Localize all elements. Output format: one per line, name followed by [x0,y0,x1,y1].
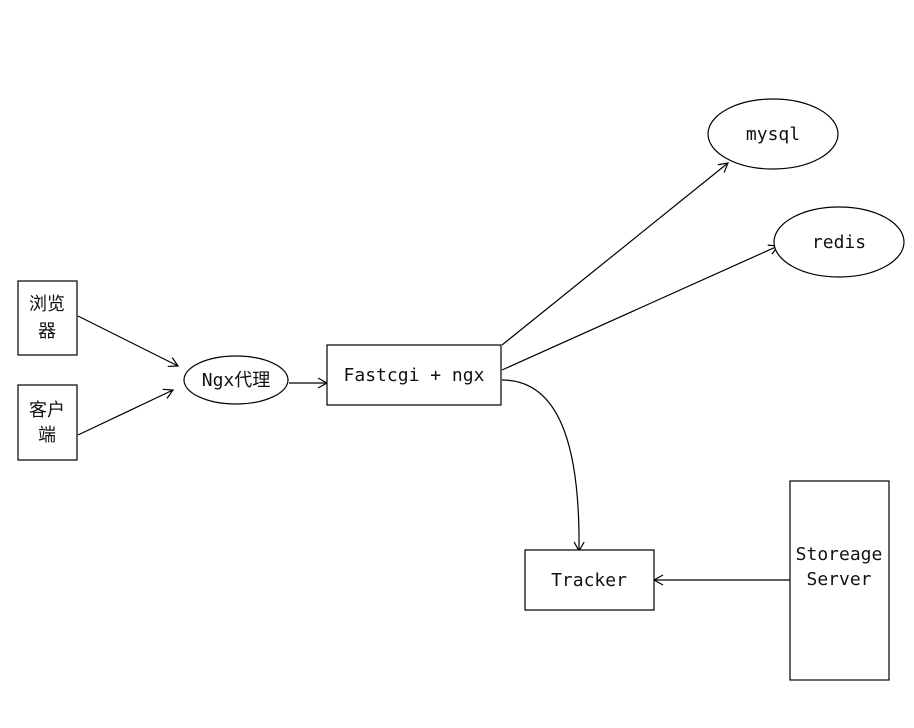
edge-fastcgi-to-tracker [501,379,585,553]
tracker-label: Tracker [551,570,627,591]
edge-fastcgi-to-redis [501,244,780,371]
edge-browser-to-proxy [77,315,180,368]
edge-client-to-proxy [77,388,175,436]
edge-fastcgi-to-mysql [501,162,729,346]
storage-server-node: Storeage Server [789,480,890,681]
ngx-proxy-node: Ngx代理 [183,355,289,405]
fastcgi-ngx-node: Fastcgi + ngx [326,344,502,406]
browser-label-line1: 浏览 [29,294,65,315]
redis-label: redis [812,232,866,253]
storage-server-label-line1: Storeage [796,544,883,565]
browser-label-line2: 器 [38,321,56,342]
client-node: 客户 端 [17,384,78,461]
client-label-line1: 客户 [29,400,65,421]
browser-node: 浏览 器 [17,280,78,356]
redis-node: redis [773,206,905,278]
storage-server-label-line2: Server [806,569,871,590]
ngx-proxy-label: Ngx代理 [202,370,271,391]
mysql-node: mysql [707,98,839,170]
client-label-line2: 端 [38,425,56,446]
mysql-label: mysql [746,124,800,145]
fastcgi-ngx-label: Fastcgi + ngx [344,365,485,386]
tracker-node: Tracker [524,549,655,611]
